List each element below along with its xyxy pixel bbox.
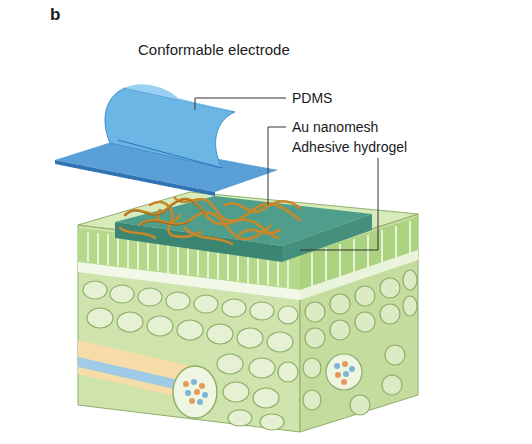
vessel-dots-side: [334, 361, 355, 385]
pdms-curl: [105, 88, 235, 168]
vessel-section-side: [326, 354, 362, 390]
part-label: PDMS: [292, 91, 332, 106]
vessel-dots: [183, 379, 208, 405]
adhesive-hydrogel-edge: [282, 214, 372, 262]
figure-title: Conformable electrode: [138, 42, 290, 59]
vessel-section: [173, 366, 217, 418]
au-nanomesh: [120, 198, 300, 244]
adhesive-hydrogel-edge: [115, 222, 282, 262]
au-nanomesh-shade: [125, 200, 205, 226]
pdms-fold: [118, 140, 222, 168]
tissue-cells-side: [303, 270, 417, 415]
part-label: Adhesive hydrogel: [292, 140, 407, 155]
leader-line: [300, 158, 378, 250]
panel-letter: b: [50, 6, 60, 25]
part-label: Au nanomesh: [292, 120, 378, 135]
pdms-sheet-edge: [55, 160, 215, 196]
leader-line: [195, 98, 286, 110]
leader-line: [268, 127, 286, 205]
